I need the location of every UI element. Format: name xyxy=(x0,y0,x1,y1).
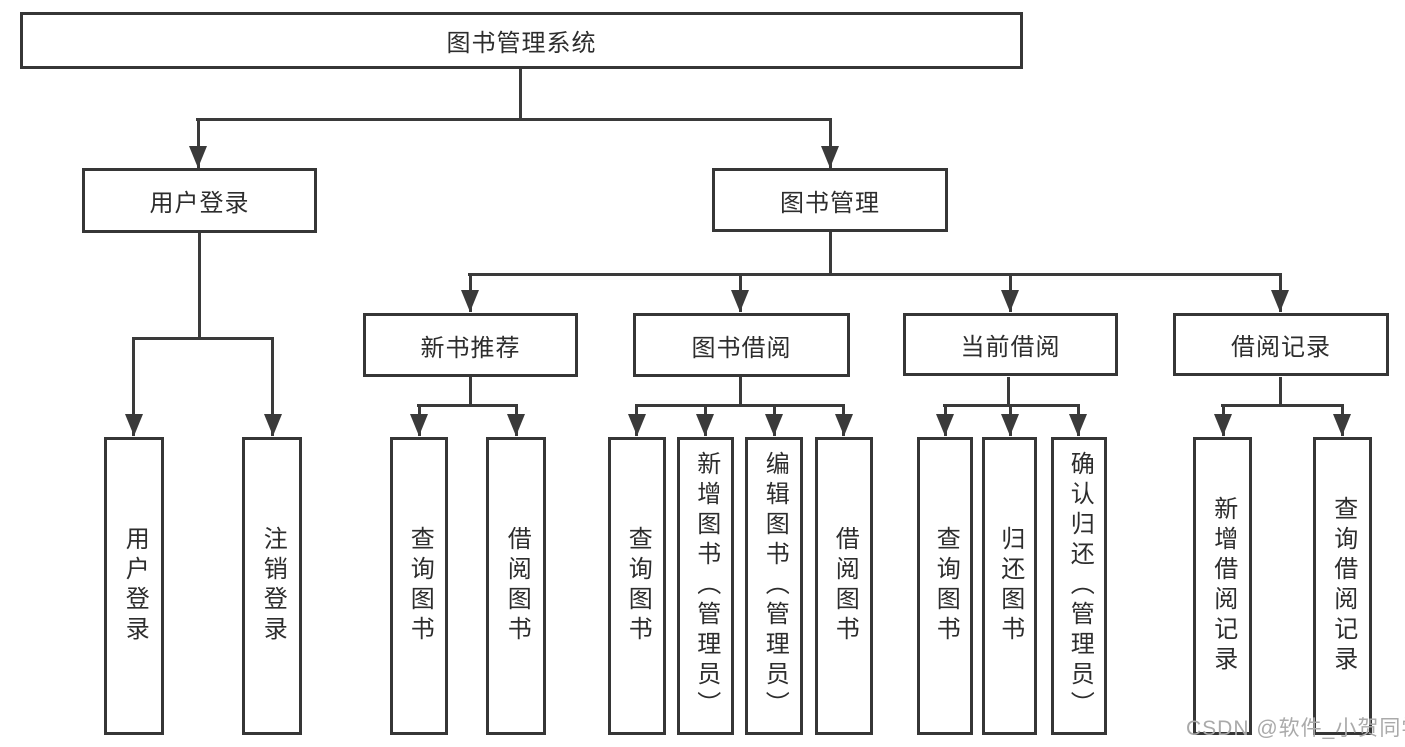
arrow-newbook-leaf-2 xyxy=(514,404,518,436)
leaf-borrow-books-borrow: 借阅图书 xyxy=(815,437,873,735)
node-user-login: 用户登录 xyxy=(82,168,317,233)
leaf-borrow-books-borrow-label: 借阅图书 xyxy=(831,526,859,646)
arrow-to-user-login xyxy=(196,118,200,168)
arrow-borrow-leaf-3 xyxy=(772,404,776,436)
arrow-borrow-leaf-4 xyxy=(842,404,845,436)
leaf-return-book-label: 归还图书 xyxy=(996,526,1024,646)
connector-records-bus xyxy=(1221,404,1344,407)
arrow-current-leaf-1 xyxy=(943,404,947,436)
node-book-borrow: 图书借阅 xyxy=(633,313,850,377)
connector-borrow-stem xyxy=(738,377,742,405)
node-new-book-recommend: 新书推荐 xyxy=(363,313,578,377)
arrow-to-current-borrow xyxy=(1008,273,1012,312)
leaf-query-borrow-record: 查询借阅记录 xyxy=(1313,437,1372,735)
leaf-edit-book-admin: 编辑图书（管理员） xyxy=(745,437,803,735)
arrow-current-leaf-2 xyxy=(1008,404,1012,436)
leaf-borrow-books-newbook: 借阅图书 xyxy=(486,437,546,735)
leaf-logout: 注销登录 xyxy=(242,437,302,735)
arrow-borrow-leaf-1 xyxy=(635,404,638,436)
node-book-management: 图书管理 xyxy=(712,168,948,232)
leaf-user-login-label: 用户登录 xyxy=(121,526,149,646)
leaf-query-books-borrow-label: 查询图书 xyxy=(624,526,652,646)
node-library-system: 图书管理系统 xyxy=(20,12,1023,69)
arrow-current-leaf-3 xyxy=(1076,404,1080,436)
leaf-borrow-books-newbook-label: 借阅图书 xyxy=(503,526,531,646)
connector-login-bus xyxy=(132,337,274,340)
node-borrow-records: 借阅记录 xyxy=(1173,313,1389,376)
arrow-borrow-leaf-2 xyxy=(703,404,707,436)
arrow-to-new-book-recommend xyxy=(468,273,472,312)
arrow-records-leaf-1 xyxy=(1221,404,1225,436)
arrow-to-leaf-logout xyxy=(271,337,274,436)
leaf-query-books-borrow: 查询图书 xyxy=(608,437,666,735)
node-current-borrow: 当前借阅 xyxy=(903,313,1118,376)
connector-current-stem xyxy=(1007,377,1010,405)
leaf-user-login: 用户登录 xyxy=(104,437,164,735)
leaf-add-book-admin-label: 新增图书（管理员） xyxy=(692,451,720,721)
leaf-add-book-admin: 新增图书（管理员） xyxy=(677,437,734,735)
leaf-add-borrow-record-label: 新增借阅记录 xyxy=(1209,496,1237,676)
connector-mgmt-bus xyxy=(468,273,1281,276)
leaf-query-books-newbook-label: 查询图书 xyxy=(406,526,434,646)
leaf-logout-label: 注销登录 xyxy=(259,526,287,646)
connector-login-stem xyxy=(197,233,201,338)
arrow-records-leaf-2 xyxy=(1340,404,1344,436)
leaf-return-book: 归还图书 xyxy=(982,437,1037,735)
connector-newbook-stem xyxy=(468,377,472,405)
arrow-newbook-leaf-1 xyxy=(417,404,421,436)
csdn-watermark: CSDN @软件_小贺同学 xyxy=(1186,717,1405,740)
arrow-to-borrow-records xyxy=(1278,273,1282,312)
leaf-query-books-newbook: 查询图书 xyxy=(390,437,448,735)
connector-records-stem xyxy=(1278,377,1282,405)
connector-root-stem xyxy=(519,69,522,119)
leaf-query-books-current: 查询图书 xyxy=(917,437,973,735)
leaf-confirm-return-admin-label: 确认归还（管理员） xyxy=(1066,451,1094,721)
arrow-to-book-borrow xyxy=(738,273,742,312)
connector-root-bus xyxy=(196,118,832,121)
connector-newbook-bus xyxy=(417,404,518,407)
leaf-query-books-current-label: 查询图书 xyxy=(932,526,960,646)
arrow-to-leaf-user-login xyxy=(132,337,135,436)
leaf-query-borrow-record-label: 查询借阅记录 xyxy=(1329,496,1357,676)
leaf-confirm-return-admin: 确认归还（管理员） xyxy=(1051,437,1107,735)
connector-borrow-bus xyxy=(635,404,845,407)
connector-mgmt-stem xyxy=(828,232,832,275)
arrow-to-book-management xyxy=(828,118,832,168)
leaf-add-borrow-record: 新增借阅记录 xyxy=(1193,437,1252,735)
leaf-edit-book-admin-label: 编辑图书（管理员） xyxy=(761,451,789,721)
connector-current-bus xyxy=(943,404,1080,407)
